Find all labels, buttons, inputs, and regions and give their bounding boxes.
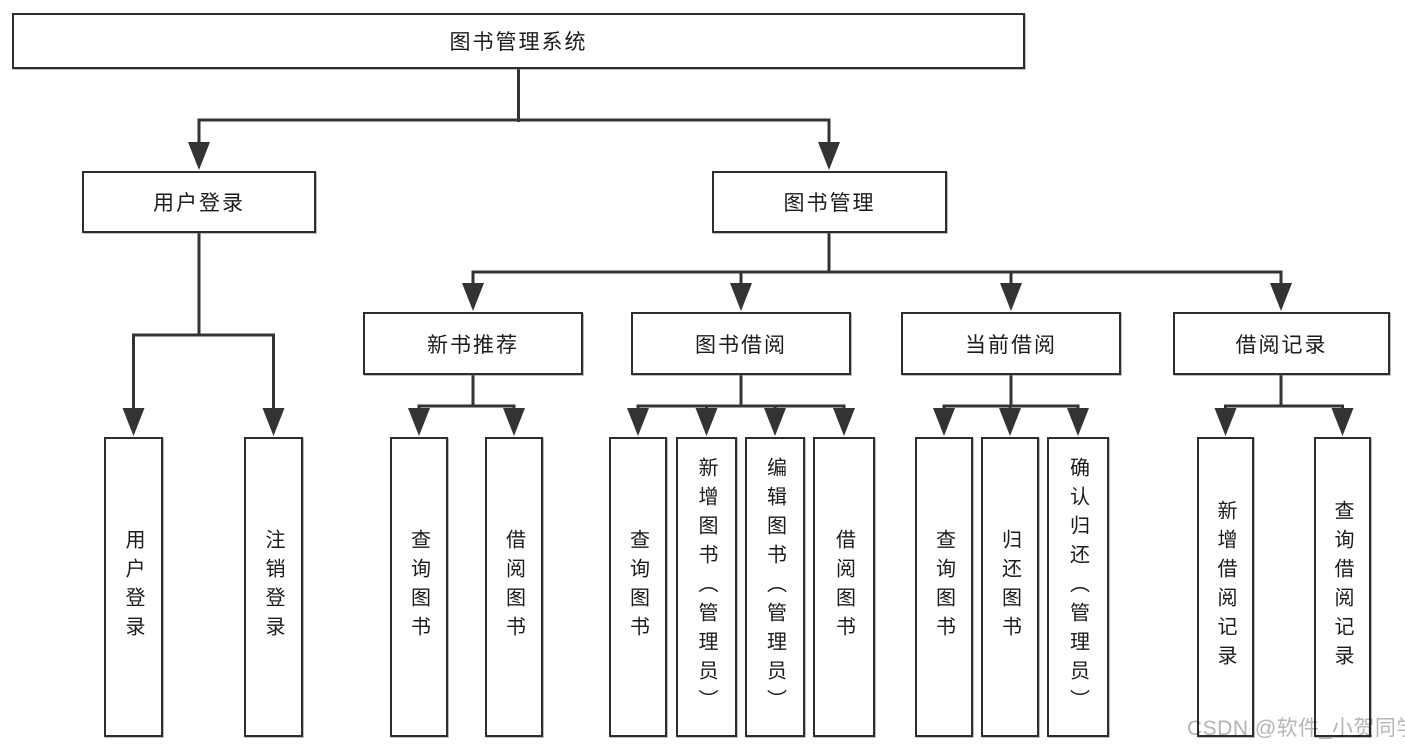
arrowhead-icon [833, 408, 855, 436]
leaf-logout: 注销登录 [244, 437, 303, 737]
arrowhead-icon [188, 142, 210, 170]
connector-newbook-to-leaves [417, 375, 516, 412]
arrowhead-icon [462, 283, 484, 311]
arrowhead-icon [999, 408, 1021, 436]
connector-records-to-leaves [1224, 375, 1344, 412]
connector-root-to-level2 [197, 69, 831, 146]
arrowheads [122, 142, 1354, 436]
arrowhead-icon [695, 408, 718, 436]
arrowhead-icon [818, 142, 840, 170]
connector-login-to-leaves [132, 233, 275, 412]
arrowhead-icon [503, 408, 525, 436]
arrowhead-icon [764, 408, 786, 436]
leaf-add-books-admin: 新增图书（管理员） [676, 437, 737, 737]
arrowhead-icon [1000, 283, 1022, 311]
leaf-borrow-books-recommend: 借阅图书 [485, 437, 543, 737]
arrowhead-icon [730, 283, 752, 311]
connector-current-to-leaves [942, 375, 1080, 412]
leaf-add-borrow-record: 新增借阅记录 [1197, 437, 1254, 737]
node-book-borrowing: 图书借阅 [631, 312, 851, 375]
arrowhead-icon [1270, 283, 1292, 311]
node-new-book-recommendation: 新书推荐 [363, 312, 583, 375]
leaf-query-books-recommend: 查询图书 [390, 437, 448, 737]
connector-borrow-to-leaves [636, 375, 846, 412]
node-current-borrowing: 当前借阅 [901, 312, 1121, 375]
arrowhead-icon [1214, 408, 1237, 436]
node-book-management: 图书管理 [712, 171, 947, 233]
arrowhead-icon [1067, 408, 1089, 436]
node-borrowing-records: 借阅记录 [1173, 312, 1390, 375]
leaf-query-books-borrow: 查询图书 [609, 437, 667, 737]
arrowhead-icon [627, 408, 649, 436]
leaf-user-login: 用户登录 [104, 437, 163, 737]
leaf-query-borrow-record: 查询借阅记录 [1314, 437, 1371, 737]
arrowhead-icon [262, 408, 285, 436]
leaf-borrow-books: 借阅图书 [813, 437, 875, 737]
leaf-confirm-return-admin: 确认归还（管理员） [1047, 437, 1109, 737]
arrowhead-icon [408, 408, 430, 436]
leaf-return-books: 归还图书 [981, 437, 1039, 737]
arrowhead-icon [933, 408, 955, 436]
leaf-edit-books-admin: 编辑图书（管理员） [745, 437, 805, 737]
leaf-query-books-current: 查询图书 [915, 437, 973, 737]
arrowhead-icon [1331, 408, 1354, 436]
connector-bookmgmt-to-level3 [471, 233, 1283, 287]
arrowhead-icon [122, 408, 145, 436]
watermark-text: CSDN @软件_小贺同学 [1187, 717, 1405, 740]
node-user-login: 用户登录 [82, 171, 316, 233]
node-library-system-root: 图书管理系统 [12, 13, 1025, 69]
